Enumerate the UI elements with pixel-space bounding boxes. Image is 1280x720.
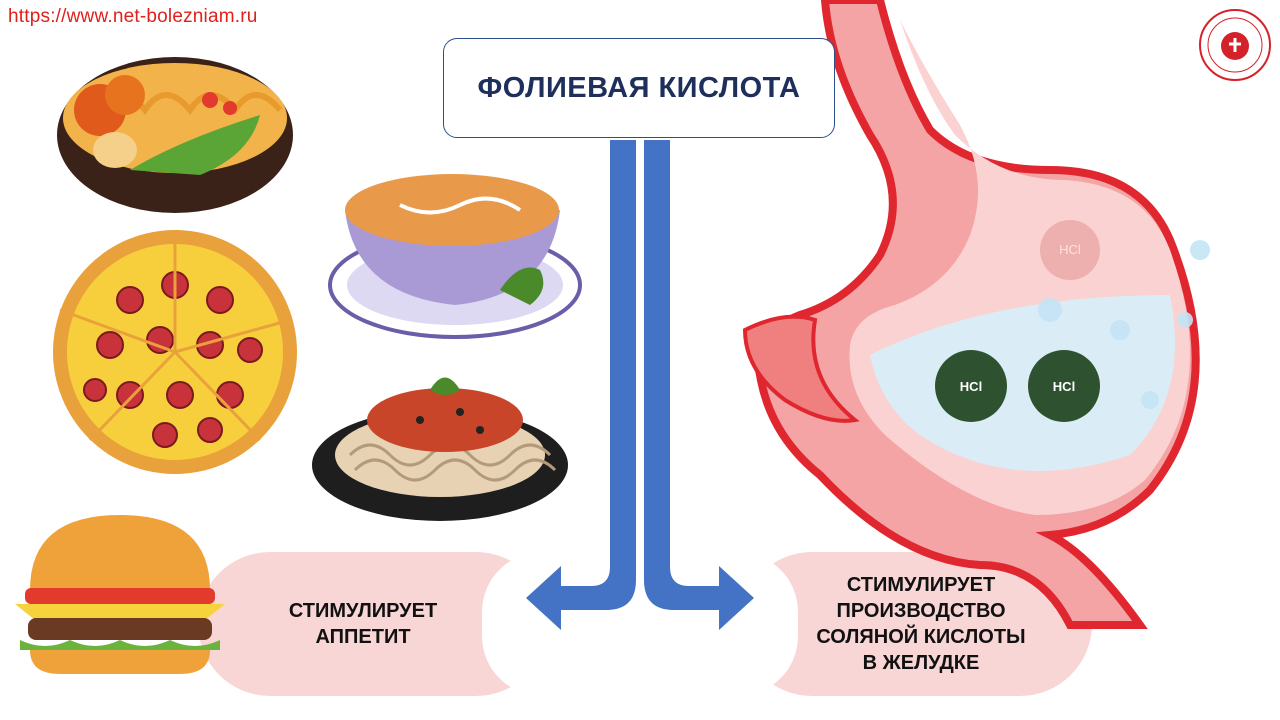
hcl-molecule-faded (1040, 220, 1100, 280)
effect-appetite-text: СТИМУЛИРУЕТ АППЕТИТ (288, 600, 438, 648)
website-url[interactable]: https://www.net-bolezniam.ru (8, 6, 258, 27)
site-logo-icon (1199, 9, 1271, 81)
pill-notch-left (482, 552, 602, 696)
split-arrow-icon (526, 140, 754, 630)
title-box: ФОЛИЕВАЯ КИСЛОТА (443, 38, 835, 138)
hcl-molecule-1 (935, 350, 1007, 422)
stomach-icon (742, 0, 1210, 629)
soup-bowl-icon (328, 174, 582, 339)
effect-hcl-text: СТИМУЛИРУЕТ ПРОИЗВОДСТВО СОЛЯНОЙ КИСЛОТЫ… (816, 574, 1026, 674)
noodle-bowl-icon (57, 57, 293, 213)
hcl-label-faded: HCl (1059, 242, 1081, 257)
page-title: ФОЛИЕВАЯ КИСЛОТА (477, 71, 801, 104)
pill-notch-right (678, 552, 798, 696)
spaghetti-icon (312, 377, 568, 521)
hcl-label-1: HCl (959, 379, 983, 394)
hcl-label-2: HCl (1052, 379, 1076, 394)
hcl-molecule-2 (1028, 350, 1100, 422)
pizza-icon (53, 230, 297, 474)
burger-icon (15, 515, 225, 674)
